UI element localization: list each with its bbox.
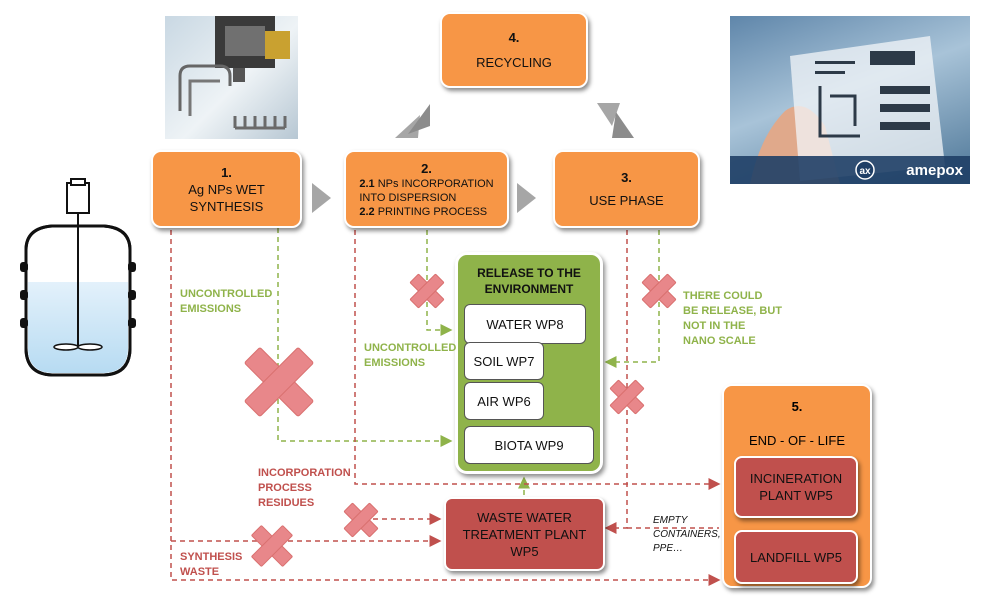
- synthesis-waste-note: SYNTHESIS WASTE: [180, 550, 242, 580]
- note-line: THERE COULD: [683, 290, 763, 302]
- note-line: INCORPORATION: [258, 467, 351, 479]
- step-label-line2: SYNTHESIS: [189, 198, 264, 214]
- incineration-line2: PLANT WP5: [759, 488, 833, 503]
- film-drawing: ax amepox: [730, 36, 970, 184]
- note-line: EMPTY: [653, 515, 688, 526]
- cross-icon: [641, 273, 677, 309]
- landfill-box: LANDFILL WP5: [734, 530, 858, 584]
- step-number: 5.: [791, 399, 803, 414]
- arrow-1-to-2: [312, 183, 331, 213]
- incorporation-residues-note: INCORPORATION PROCESS RESIDUES: [258, 466, 351, 511]
- release-not-nano-note: THERE COULD BE RELEASE, BUT NOT IN THE N…: [683, 289, 782, 349]
- step-label: END - OF - LIFE: [748, 433, 846, 448]
- crosses: [244, 273, 677, 567]
- step-use-phase: 3. USE PHASE: [553, 150, 700, 228]
- note-line: UNCONTROLLED: [180, 288, 273, 300]
- note-line: EMISSIONS: [180, 303, 242, 315]
- wwtp-box: WASTE WATER TREATMENT PLANT WP5: [444, 497, 605, 571]
- release-item-label: WATER WP8: [486, 316, 564, 332]
- empty-containers-note: EMPTY CONTAINERS, PPE…: [653, 514, 721, 556]
- note-line: NANO SCALE: [683, 335, 756, 347]
- incineration-plant-box: INCINERATION PLANT WP5: [734, 456, 858, 518]
- step-number: 3.: [621, 170, 632, 185]
- note-line: WASTE: [180, 566, 220, 578]
- step-label: USE PHASE: [589, 193, 664, 208]
- step-recycling: 4. RECYCLING: [440, 12, 588, 88]
- step-label: RECYCLING: [476, 55, 552, 70]
- release-item-label: SOIL WP7: [473, 353, 535, 369]
- release-item-label: BIOTA WP9: [494, 437, 564, 453]
- red-waste-lines: [170, 230, 721, 586]
- release-item-biota: BIOTA WP9: [464, 426, 594, 464]
- incineration-line1: INCINERATION: [749, 471, 843, 486]
- release-item-label: AIR WP6: [477, 393, 531, 409]
- cross-icon: [251, 525, 293, 567]
- printing-emission-line: [426, 230, 453, 336]
- cross-icon: [343, 502, 379, 538]
- step-label-line1: Ag NPs WET: [188, 181, 265, 197]
- synthesis-emission-line: [277, 228, 453, 447]
- landfill-label: LANDFILL WP5: [750, 549, 842, 565]
- step-number: 1.: [221, 164, 232, 180]
- photo-badge: ax: [859, 166, 871, 177]
- arrow-3-to-4: [597, 103, 620, 126]
- note-line: PPE…: [653, 543, 684, 554]
- step-synthesis: 1. Ag NPs WET SYNTHESIS: [151, 150, 302, 228]
- note-line: BE RELEASE, BUT: [683, 305, 783, 317]
- printing-to-eol-line: [354, 230, 721, 490]
- note-line: NOT IN THE: [683, 320, 746, 332]
- note-line: EMISSIONS: [364, 357, 426, 369]
- note-line: PROCESS: [258, 482, 312, 494]
- flow-arrows: [312, 103, 634, 213]
- note-line: UNCONTROLLED: [364, 342, 457, 354]
- uncontrolled-emissions-note-2: UNCONTROLLED EMISSIONS: [364, 341, 456, 371]
- arrow-4-to-2: [408, 104, 430, 134]
- green-emission-lines: [277, 228, 660, 495]
- arrow-4-to-3: [612, 112, 634, 138]
- substep-label: PRINTING PROCESS: [374, 205, 488, 218]
- substep-number: 2.1: [359, 177, 375, 190]
- note-line: CONTAINERS,: [653, 529, 721, 540]
- cross-icon: [409, 273, 445, 309]
- synthesis-waste-line: [170, 230, 721, 586]
- substep-label: NPs INCORPORATION: [374, 177, 494, 190]
- cross-icon: [244, 347, 314, 417]
- printed-film-photo: ax amepox: [730, 16, 970, 184]
- uncontrolled-emissions-note-1: UNCONTROLLED EMISSIONS: [180, 287, 272, 317]
- release-item-soil: SOIL WP7: [464, 342, 544, 380]
- printer-photo: [165, 16, 298, 139]
- printer-drawing: [178, 16, 290, 130]
- release-title-line2: ENVIRONMENT: [484, 282, 574, 296]
- release-item-air: AIR WP6: [464, 382, 544, 420]
- release-item-water: WATER WP8: [464, 304, 586, 344]
- arrow-2-to-3: [517, 183, 536, 213]
- cross-icon: [609, 379, 645, 415]
- note-line: RESIDUES: [258, 497, 315, 509]
- step-number: 2.: [421, 160, 432, 176]
- photo-brand: amepox: [906, 162, 963, 179]
- note-line: SYNTHESIS: [180, 551, 243, 563]
- reactor-icon: [20, 178, 136, 377]
- wwtp-line3: WP5: [510, 543, 539, 559]
- substep-label-cont: INTO DISPERSION: [359, 191, 457, 204]
- release-title-line1: RELEASE TO THE: [477, 266, 581, 280]
- step-number: 4.: [508, 30, 520, 45]
- step-incorporation: 2. 2.1 NPs INCORPORATION INTO DISPERSION…: [344, 150, 509, 228]
- arrow-2-to-4: [395, 115, 420, 138]
- wwtp-line1: WASTE WATER: [477, 509, 572, 525]
- wwtp-line2: TREATMENT PLANT: [462, 526, 587, 542]
- substep-number: 2.2: [359, 205, 375, 218]
